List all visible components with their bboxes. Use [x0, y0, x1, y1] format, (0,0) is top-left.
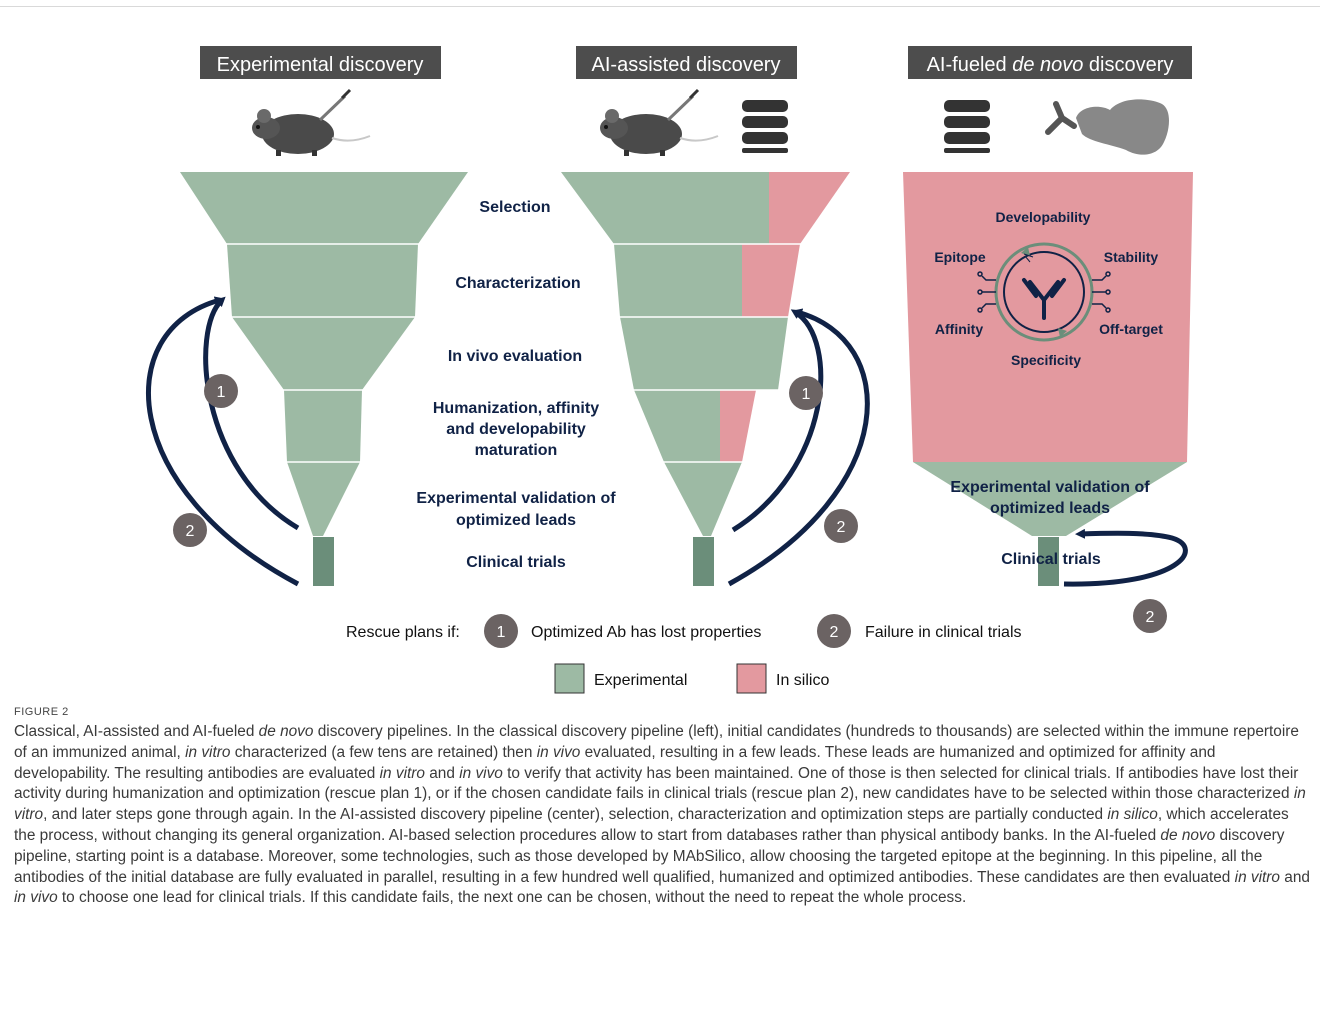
funnel-left-stage-humanization — [284, 390, 362, 462]
panel-title-assisted-text: AI-assisted discovery — [592, 54, 781, 76]
funnel-right-clinical-bar — [1038, 537, 1059, 586]
color-legend: Experimental In silico — [554, 663, 829, 694]
legend-insilico: In silico — [776, 672, 829, 689]
marker-2: 2 — [1133, 599, 1167, 633]
funnel-left-stage-characterization — [227, 244, 418, 317]
marker-2: 2 — [173, 513, 207, 547]
stage-humanization-line3: maturation — [475, 442, 558, 459]
rescue-arrow-2 — [1063, 528, 1188, 587]
panel-title-denovo: AI-fueled de novo discovery — [908, 46, 1192, 79]
svg-text:1: 1 — [217, 384, 226, 401]
denovo-clinical: Clinical trials — [1001, 551, 1101, 568]
rescue-item-1: Optimized Ab has lost properties — [531, 624, 761, 641]
marker-1 — [484, 614, 518, 648]
marker-1: 1 — [204, 374, 238, 408]
funnel-left-stage-selection — [180, 172, 468, 244]
figure-label: FIGURE 2 — [14, 706, 69, 718]
denovo-insilico-block — [903, 172, 1193, 462]
rescue-item-2: Failure in clinical trials — [865, 624, 1022, 641]
rescue-arrow-1 — [731, 309, 824, 533]
figure-caption: Classical, AI-assisted and AI-fueled de … — [14, 723, 1310, 907]
rescue-arrow-2 — [727, 308, 870, 587]
database-icon — [742, 100, 788, 153]
insilico-segment — [769, 172, 850, 244]
panel-title-assisted: AI-assisted discovery — [576, 46, 797, 79]
cycle-affinity: Affinity — [935, 321, 983, 337]
marker-1: 1 — [789, 376, 823, 410]
insilico-segment — [720, 390, 756, 462]
stage-selection: Selection — [479, 199, 550, 216]
funnel-left-stage-invivo — [232, 317, 415, 390]
funnel-left-clinical-bar — [313, 537, 334, 586]
stage-invivo: In vivo evaluation — [448, 348, 582, 365]
mouse-icon — [600, 88, 719, 156]
cycle-developability: Developability — [996, 209, 1091, 225]
circuit-lines — [977, 271, 1111, 313]
funnel-experimental — [180, 172, 468, 586]
stage-characterization: Characterization — [455, 275, 580, 292]
cycle-offtarget: Off-target — [1099, 321, 1163, 337]
denovo-labels: Experimental validation of optimized lea… — [950, 479, 1150, 568]
denovo-validation-stage — [913, 462, 1187, 536]
svg-text:2: 2 — [837, 519, 846, 536]
svg-text:2: 2 — [186, 523, 195, 540]
insilico-segment — [742, 244, 800, 317]
cycle-epitope: Epitope — [934, 249, 986, 265]
stage-labels: Selection Characterization In vivo evalu… — [416, 199, 616, 571]
svg-text:1: 1 — [802, 386, 811, 403]
rescue-prefix: Rescue plans if: — [346, 624, 460, 641]
denovo-validation-line2: optimized leads — [990, 500, 1110, 517]
funnel-middle-clinical-bar — [693, 537, 714, 586]
antibody-antigen-icon — [1045, 99, 1169, 155]
database-icon — [944, 100, 990, 153]
legend-experimental: Experimental — [594, 672, 687, 689]
cycle-stability: Stability — [1104, 249, 1159, 265]
stage-humanization-line2: and developability — [446, 421, 586, 438]
panel-title-experimental-text: Experimental discovery — [217, 54, 424, 76]
stage-validation-line1: Experimental validation of — [416, 490, 616, 507]
funnel-denovo — [903, 172, 1193, 586]
antibody-icon — [1022, 278, 1066, 320]
marker-2: 2 — [824, 509, 858, 543]
panel-title-denovo-text: AI-fueled de novo discovery — [927, 54, 1174, 76]
figure-2-diagram: Experimental discovery AI-assisted disco… — [146, 46, 1193, 694]
svg-text:2: 2 — [830, 624, 839, 641]
marker-2 — [817, 614, 851, 648]
rescue-plans-legend: Rescue plans if: 1 Optimized Ab has lost… — [346, 614, 1022, 648]
legend-swatch-insilico — [736, 663, 767, 694]
stage-clinical: Clinical trials — [466, 554, 566, 571]
svg-text:2: 2 — [1146, 609, 1155, 626]
legend-swatch-experimental — [554, 663, 585, 694]
rescue-arrows-middle — [727, 308, 870, 587]
stage-humanization-line1: Humanization, affinity — [433, 400, 599, 417]
stage-validation-line2: optimized leads — [456, 512, 576, 529]
cycle-specificity: Specificity — [1011, 352, 1081, 368]
rescue-arrow-2 — [146, 296, 300, 587]
top-rule — [0, 6, 1320, 7]
funnel-left-stage-validation — [287, 462, 360, 536]
denovo-cycle: Developability Epitope Stability Affinit… — [934, 209, 1163, 368]
panel-title-experimental: Experimental discovery — [200, 46, 441, 79]
svg-text:1: 1 — [497, 624, 506, 641]
funnel-assisted — [561, 172, 850, 586]
mouse-icon — [252, 88, 371, 156]
denovo-validation-line1: Experimental validation of — [950, 479, 1150, 496]
